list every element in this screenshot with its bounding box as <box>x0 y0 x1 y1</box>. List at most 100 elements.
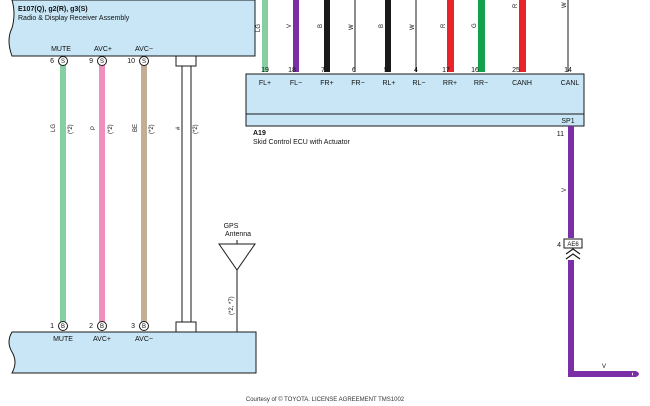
ecu-wire-color-6: R <box>441 23 447 28</box>
wire-v-lower-vertical <box>568 260 574 377</box>
ecu-pin-label-rl-minus: RL− <box>412 80 425 87</box>
ecu-pin-num-19: 19 <box>261 67 269 74</box>
wire-note-p: (*2) <box>108 124 114 134</box>
bottom-unit-box <box>8 331 257 374</box>
bottom-pin-circle-1 <box>58 321 68 331</box>
connector-ae6 <box>563 238 583 249</box>
ecu-pin-num-18: 18 <box>288 67 296 74</box>
radio-pin-label-avc-minus: AVC− <box>135 46 153 53</box>
bottom-pin-label-mute: MUTE <box>53 336 73 343</box>
radio-pin-label-mute: MUTE <box>51 46 71 53</box>
ecu-wire-color-9: W <box>562 2 568 8</box>
ecu-wire-color-0: LG <box>256 24 262 32</box>
ecu-pin-label-fl-minus: FL− <box>290 80 302 87</box>
wire-note-lg: (*2) <box>68 124 74 134</box>
wire-v-sp1-color: V <box>562 188 568 192</box>
ecu-pin-num-17: 17 <box>442 67 450 74</box>
radio-pin-circle-10 <box>139 56 149 66</box>
gps-note: (*2, *7) <box>229 296 235 315</box>
bottom-pin-term-1: B <box>61 324 65 330</box>
wire-v-lower-color: V <box>602 364 606 370</box>
wire-color-label-p: P <box>91 126 97 130</box>
ecu-name: Skid Control ECU with Actuator <box>253 139 351 146</box>
ecu-wire-color-5: W <box>410 24 416 30</box>
gps-antenna-icon <box>218 243 256 271</box>
wire-be-avc-minus <box>141 62 147 326</box>
ecu-pin-num-16: 16 <box>471 67 479 74</box>
wire-note-be: (*2) <box>149 124 155 134</box>
wire-v-lower-horizontal <box>568 371 632 377</box>
ecu-pin-label-fl-plus: FL+ <box>259 80 271 87</box>
ecu-wire-color-1: V <box>287 24 293 28</box>
ecu-pin-label-rl-plus: RL+ <box>382 80 395 87</box>
radio-unit-code: E107(Q), g2(R), g3(S) <box>18 6 88 13</box>
ecu-wire-fr-plus <box>324 0 330 72</box>
radio-unit-name: Radio & Display Receiver Assembly <box>18 15 130 22</box>
ecu-code: A19 <box>253 130 266 137</box>
ecu-wire-color-3: W <box>349 24 355 30</box>
ecu-pin-label-fr-plus: FR+ <box>320 80 333 87</box>
bottom-pin-term-3: B <box>142 324 146 330</box>
ecu-pin-label-canh: CANH <box>512 80 532 87</box>
ecu-wire-color-2: B <box>318 24 324 28</box>
ecu-wire-fl-plus <box>262 0 268 72</box>
ecu-pin-label-rr-minus: RR− <box>474 80 488 87</box>
ecu-sp-pin-num: 11 <box>557 131 564 138</box>
bottom-pin-num-1: 1 <box>50 323 54 330</box>
ecu-sp-label: SP1 <box>561 118 574 125</box>
ecu-wire-rl-plus <box>385 0 391 72</box>
bottom-pin-circle-2 <box>97 321 107 331</box>
radio-pin-circle-9 <box>97 56 107 66</box>
ecu-wire-fl-minus <box>293 0 299 72</box>
ecu-wire-color-8: R <box>513 3 519 8</box>
ecu-wires <box>262 0 569 72</box>
radio-pin-term-10: S <box>142 59 146 65</box>
ecu-pin-num-4: 4 <box>414 67 418 74</box>
bottom-pin-num-2: 2 <box>89 323 93 330</box>
ecu-wire-rr-plus <box>447 0 454 72</box>
bottom-pin-num-3: 3 <box>131 323 135 330</box>
radio-pin-term-6: S <box>61 59 65 65</box>
wire-break-icon <box>630 371 639 377</box>
ecu-pin-num-7: 7 <box>321 67 325 74</box>
bottom-pin-label-avc-plus: AVC+ <box>93 336 111 343</box>
bottom-pin-label-avc-minus: AVC− <box>135 336 153 343</box>
wire-v-sp1 <box>568 126 574 238</box>
radio-pin-label-avc-plus: AVC+ <box>94 46 112 53</box>
ecu-wire-canh <box>519 0 526 72</box>
bottom-pin-circle-3 <box>139 321 149 331</box>
ecu-pin-label-canl: CANL <box>561 80 580 87</box>
radio-pin-num-6: 6 <box>50 58 54 65</box>
radio-unit-box <box>8 0 256 57</box>
ecu-wire-color-7: G <box>472 23 478 28</box>
connector-chevron-icon <box>565 248 581 260</box>
gps-label-line2: Antenna <box>225 231 251 238</box>
gps-label-line1: GPS <box>224 223 239 230</box>
connector-ae6-label: AE6 <box>567 242 579 248</box>
shield-connector-top <box>175 55 197 67</box>
wire-note-shield: (*2) <box>193 124 199 134</box>
ecu-pin-label-fr-minus: FR− <box>351 80 364 87</box>
radio-pin-circle-6 <box>58 56 68 66</box>
ecu-pin-num-5: 5 <box>384 67 388 74</box>
wire-color-label-shield: # <box>176 126 182 130</box>
ecu-wire-rr-minus <box>478 0 485 72</box>
ecu-pin-num-14: 14 <box>564 67 572 74</box>
wire-color-label-lg: LG <box>51 124 57 132</box>
ecu-wire-color-4: B <box>379 24 385 28</box>
shield-connector-bottom <box>175 321 197 333</box>
wire-lg-mute <box>60 62 66 326</box>
ecu-box <box>245 73 585 127</box>
connector-ae6-pin: 4 <box>557 242 561 249</box>
radio-pin-num-9: 9 <box>89 58 93 65</box>
wire-color-label-be: BE <box>133 124 139 132</box>
bottom-pin-term-2: B <box>100 324 104 330</box>
wire-p-avc-plus <box>99 62 105 326</box>
footer-credit: Courtesy of © TOYOTA. LICENSE AGREEMENT … <box>246 396 405 403</box>
radio-pin-num-10: 10 <box>127 58 135 65</box>
ecu-pin-num-6: 6 <box>352 67 356 74</box>
ecu-pin-label-rr-plus: RR+ <box>443 80 457 87</box>
ecu-pin-num-25: 25 <box>512 67 520 74</box>
